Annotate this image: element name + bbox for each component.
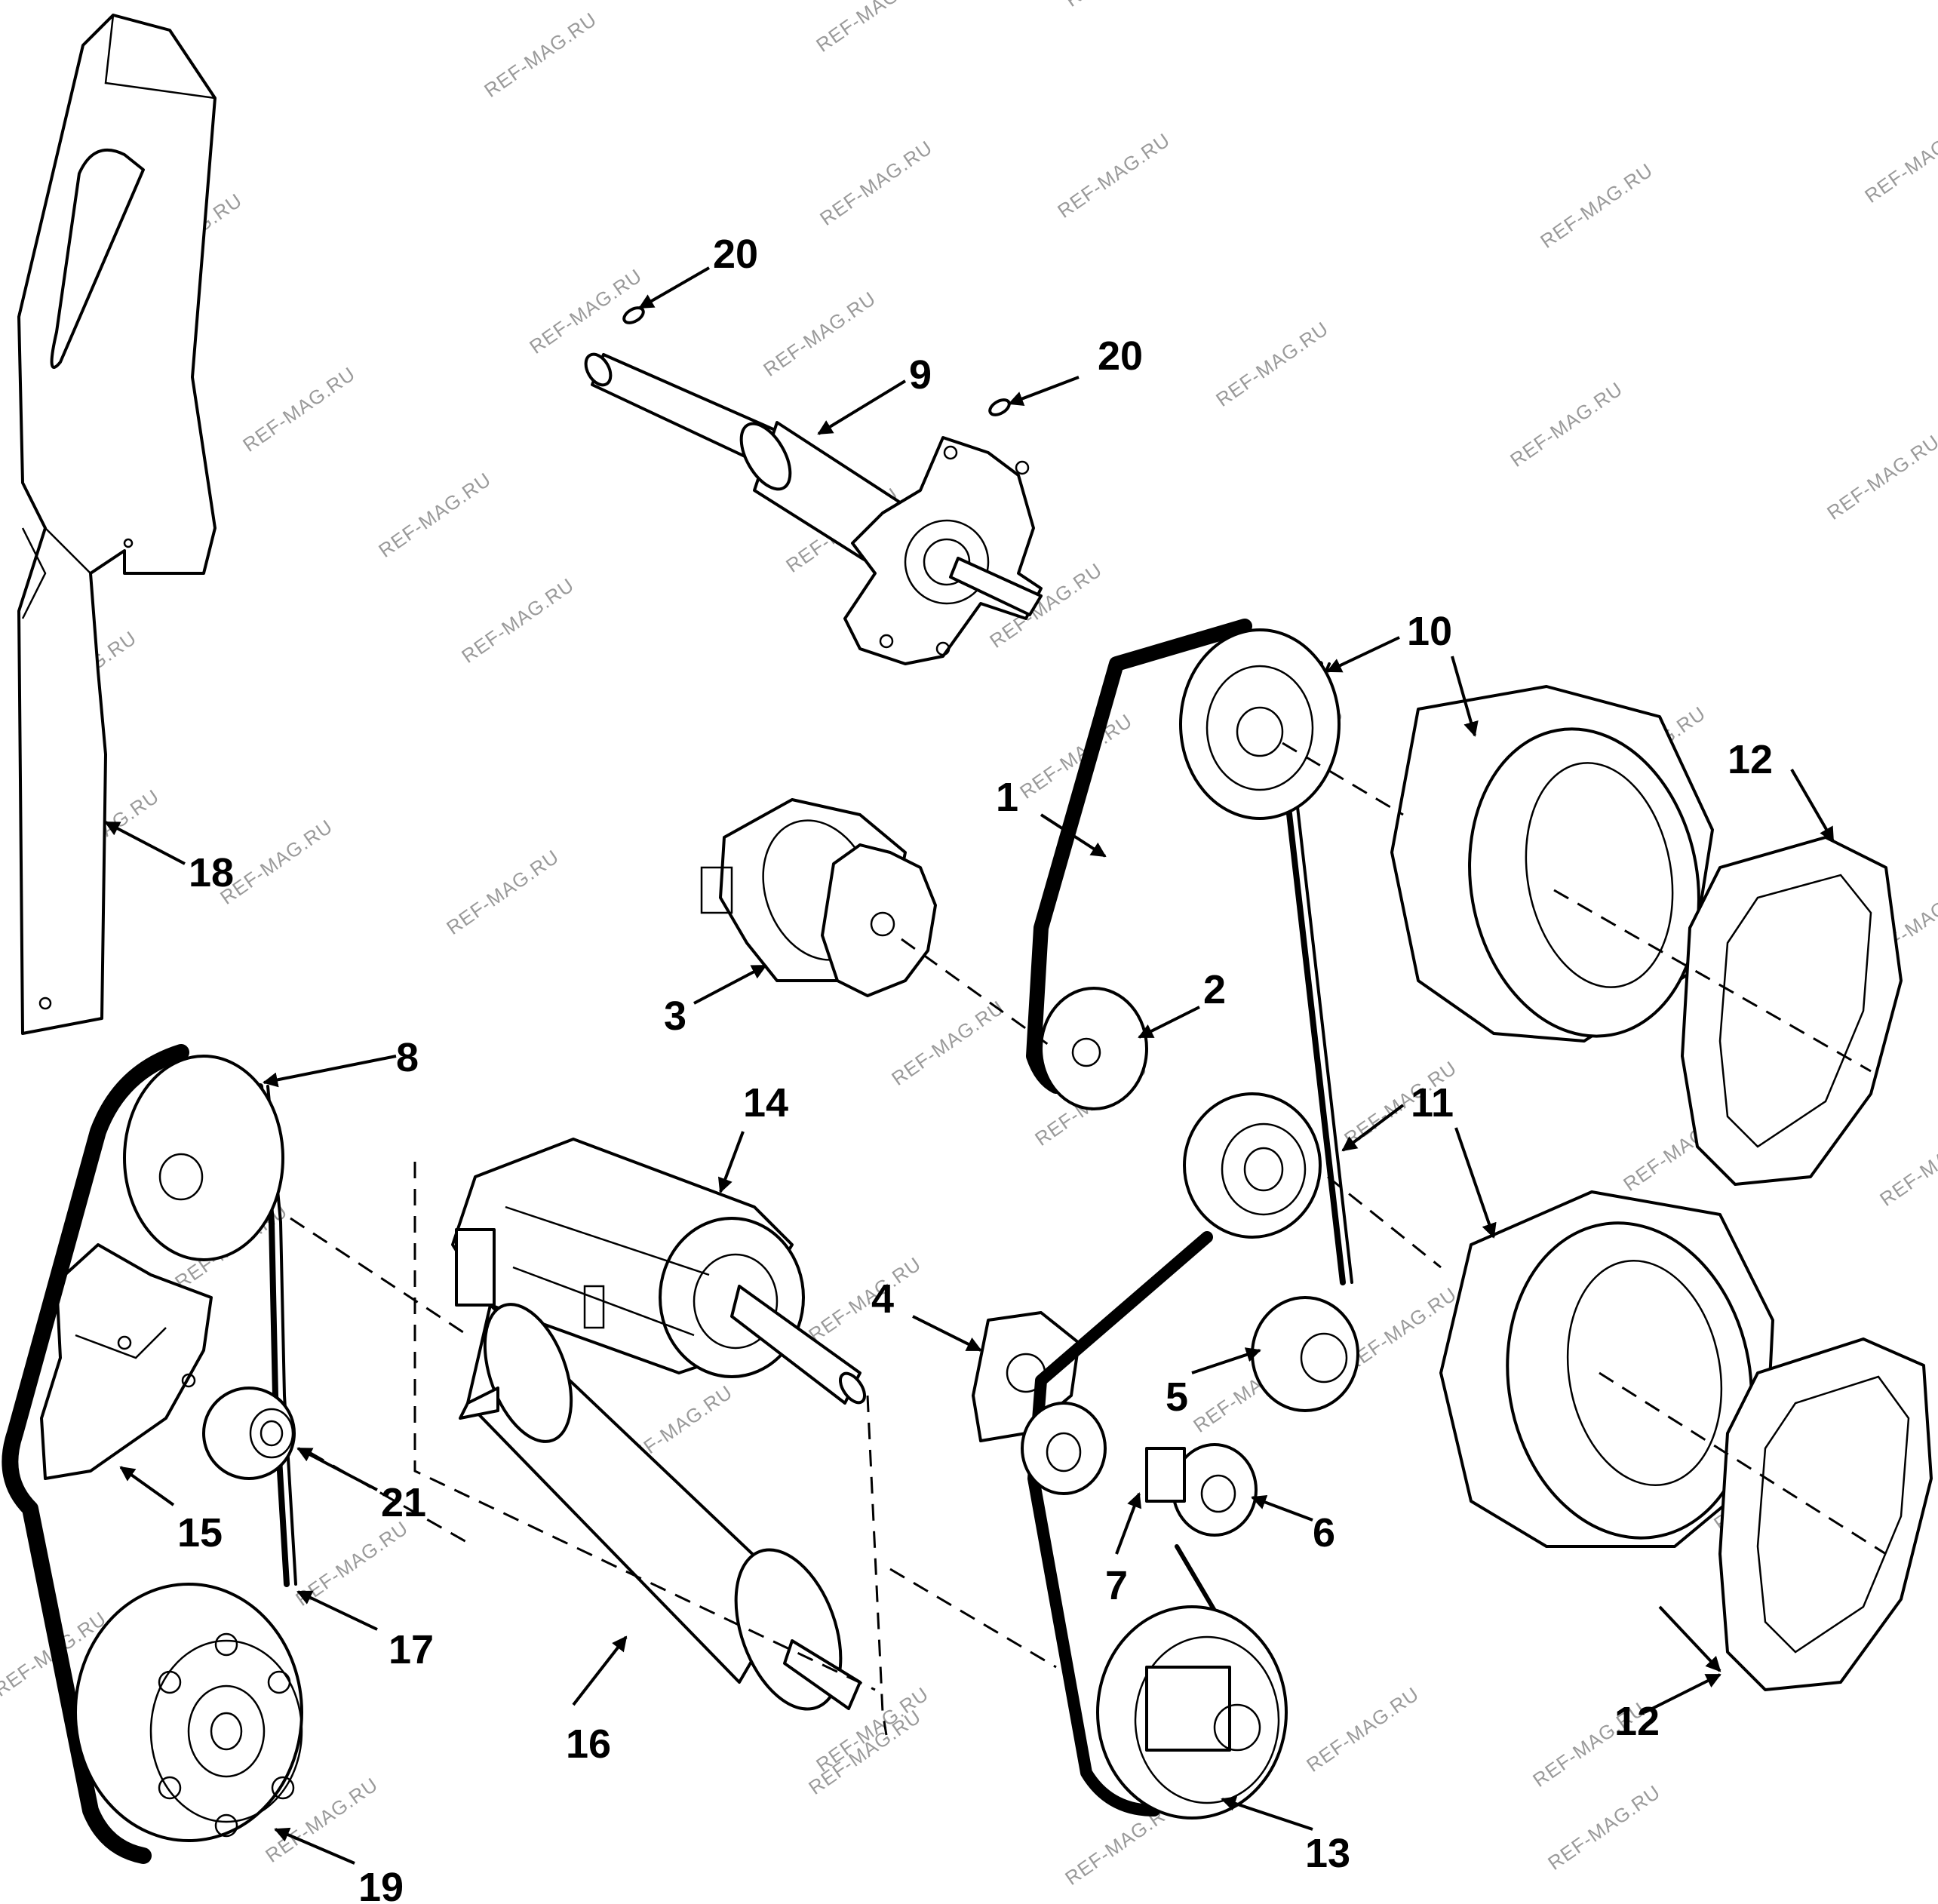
part-20-key-lower[interactable] [987, 397, 1012, 418]
part-20-key-upper[interactable] [622, 305, 646, 326]
callout-20-lower: 20 [1098, 333, 1143, 379]
blower-wheel-upper[interactable] [1390, 685, 1722, 1055]
callout-12-upper: 12 [1728, 737, 1773, 782]
part-16-shaft-cylinder[interactable] [459, 1293, 862, 1724]
watermark-text: REF-MAG.RU [1302, 1682, 1423, 1777]
watermark-text: REF-MAG.RU [1061, 0, 1181, 11]
part-7-tensioner-block[interactable] [1145, 1447, 1186, 1503]
callout-12-lower: 12 [1614, 1699, 1660, 1744]
part-11-tensioner-pulley[interactable] [1183, 1092, 1322, 1239]
part-8-pulley-upper-left[interactable] [123, 1055, 284, 1261]
callout-9: 9 [909, 352, 932, 398]
callout-16: 16 [566, 1721, 611, 1767]
callout-5: 5 [1166, 1374, 1188, 1420]
watermark-text: REF-MAG.RU [374, 468, 495, 562]
callout-20-upper: 20 [713, 232, 758, 277]
watermark-text: REF-MAG.RU [804, 1252, 925, 1347]
part-19-pulley-lower-left[interactable] [74, 1583, 303, 1842]
part-18-side-panel[interactable] [17, 14, 217, 1035]
watermark-text: REF-MAG.RU [442, 845, 563, 939]
callout-19: 19 [358, 1865, 404, 1904]
callout-7: 7 [1105, 1563, 1128, 1608]
callout-8: 8 [396, 1035, 419, 1080]
callout-labels: 20 20 9 10 1 12 2 3 11 14 4 5 6 7 12 13 … [177, 232, 1773, 1904]
watermark-text: REF-MAG.RU [1875, 1116, 1938, 1211]
watermark-text: REF-MAG.RU [1860, 113, 1938, 207]
part-21-idler-pulley-left[interactable] [202, 1387, 296, 1480]
watermark-text: REF-MAG.RU [759, 287, 880, 381]
part-14-motor[interactable] [451, 1138, 869, 1407]
watermark-text: REF-MAG.RU [238, 362, 359, 456]
callout-4: 4 [871, 1276, 894, 1322]
callout-18: 18 [189, 850, 234, 895]
callout-17: 17 [389, 1627, 434, 1672]
watermark-text: REF-MAG.RU [216, 815, 336, 909]
watermark-text: REF-MAG.RU [1053, 128, 1174, 223]
callout-leaders [104, 266, 1835, 1865]
part-13-lower-idler[interactable] [1021, 1402, 1107, 1495]
watermark-text: REF-MAG.RU [815, 136, 936, 230]
part-15-tensioner-bracket[interactable] [40, 1243, 213, 1480]
watermark-text: REF-MAG.RU [812, 0, 932, 57]
part-9-shaft-assembly[interactable] [581, 350, 1043, 665]
callout-1: 1 [996, 775, 1018, 820]
watermark-text: REF-MAG.RU [1506, 377, 1626, 471]
watermark-text: REF-MAG.RU [1536, 158, 1657, 253]
watermark-text: REF-MAG.RU [1823, 430, 1938, 524]
blower-wheel-lower[interactable] [1439, 1190, 1776, 1558]
callout-3: 3 [664, 993, 686, 1039]
callout-15: 15 [177, 1510, 223, 1555]
callout-14: 14 [743, 1080, 788, 1126]
watermark-text: REF-MAG.RU [480, 8, 600, 102]
part-2-idler-pulley[interactable] [1040, 987, 1148, 1110]
callout-21: 21 [381, 1480, 426, 1525]
callout-11: 11 [1411, 1080, 1454, 1126]
part-3-alternator[interactable] [700, 798, 937, 997]
callout-10: 10 [1407, 609, 1452, 654]
watermark-text: REF-MAG.RU [457, 573, 578, 668]
callout-2: 2 [1203, 967, 1226, 1012]
part-12-inlet-ring-lower[interactable] [1718, 1337, 1933, 1691]
watermark-text: REF-MAG.RU [1543, 1780, 1664, 1875]
callout-6: 6 [1313, 1510, 1335, 1555]
part-12-inlet-ring-upper[interactable] [1681, 836, 1903, 1186]
watermark-text: REF-MAG.RU [887, 996, 1008, 1090]
watermark-text: REF-MAG.RU [1212, 317, 1332, 411]
part-10-drive-pulley[interactable] [1179, 628, 1341, 820]
callout-13: 13 [1305, 1831, 1350, 1876]
part-13-lower-pulley[interactable] [1096, 1605, 1288, 1820]
part-5-idler-pulley[interactable] [1251, 1296, 1359, 1412]
